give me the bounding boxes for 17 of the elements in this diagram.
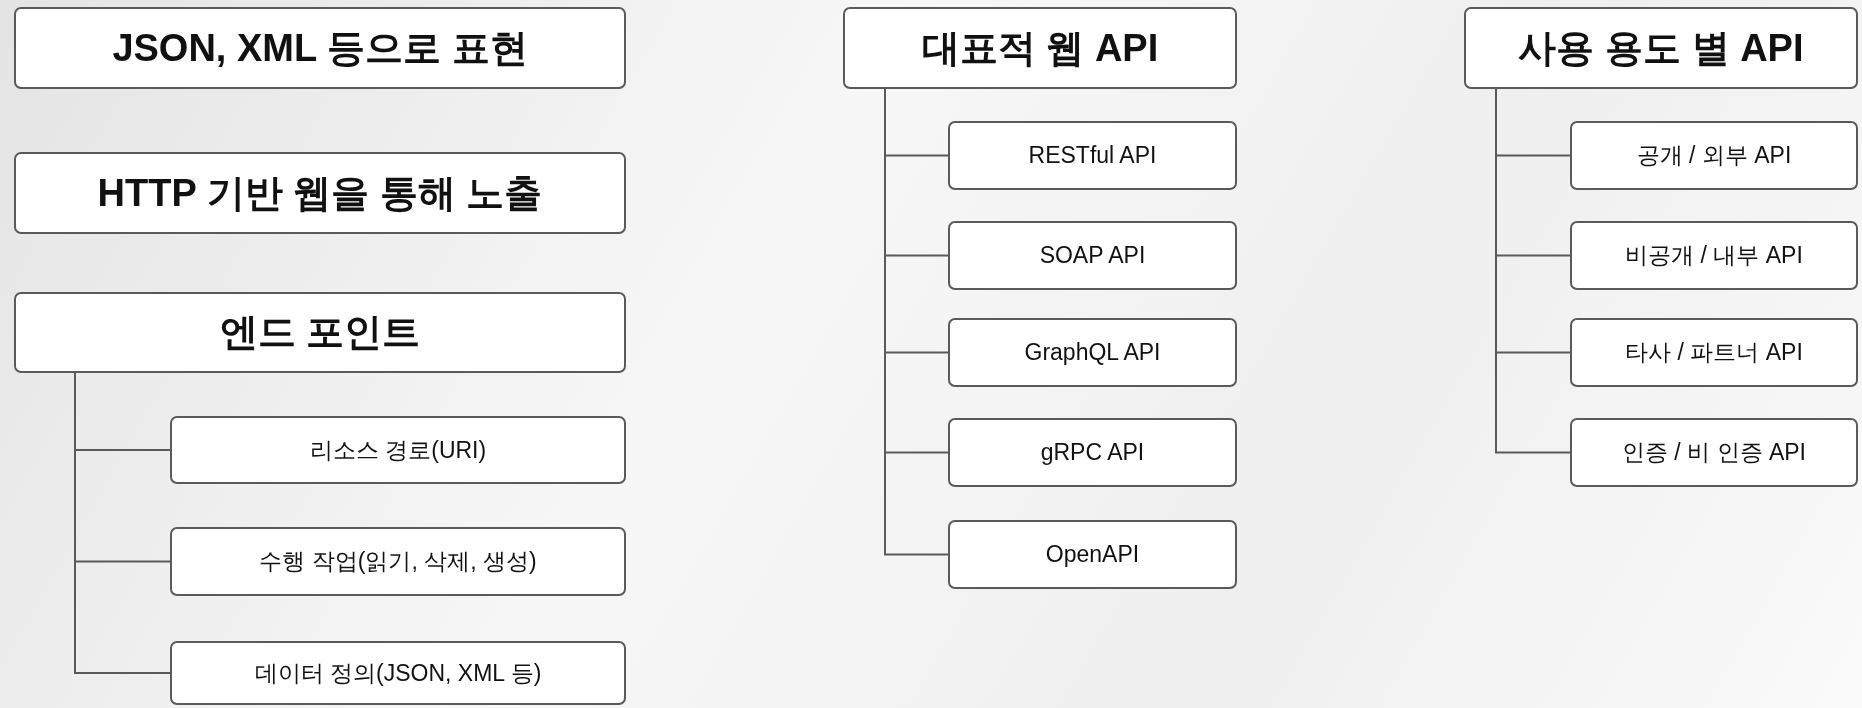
item-box: 비공개 / 내부 API bbox=[1570, 221, 1858, 290]
item-box: 리소스 경로(URI) bbox=[170, 416, 626, 484]
heading-box: 엔드 포인트 bbox=[14, 292, 626, 373]
item-box: GraphQL API bbox=[948, 318, 1237, 387]
item-box: 인증 / 비 인증 API bbox=[1570, 418, 1858, 487]
item-box: OpenAPI bbox=[948, 520, 1237, 589]
heading-box: 사용 용도 별 API bbox=[1464, 7, 1858, 89]
heading-box: 대표적 웹 API bbox=[843, 7, 1237, 89]
item-box: SOAP API bbox=[948, 221, 1237, 290]
item-box: 타사 / 파트너 API bbox=[1570, 318, 1858, 387]
heading-box: HTTP 기반 웹을 통해 노출 bbox=[14, 152, 626, 234]
item-box: RESTful API bbox=[948, 121, 1237, 190]
item-box: 데이터 정의(JSON, XML 등) bbox=[170, 641, 626, 705]
item-box: 공개 / 외부 API bbox=[1570, 121, 1858, 190]
heading-box: JSON, XML 등으로 표현 bbox=[14, 7, 626, 89]
item-box: 수행 작업(읽기, 삭제, 생성) bbox=[170, 527, 626, 596]
item-box: gRPC API bbox=[948, 418, 1237, 487]
